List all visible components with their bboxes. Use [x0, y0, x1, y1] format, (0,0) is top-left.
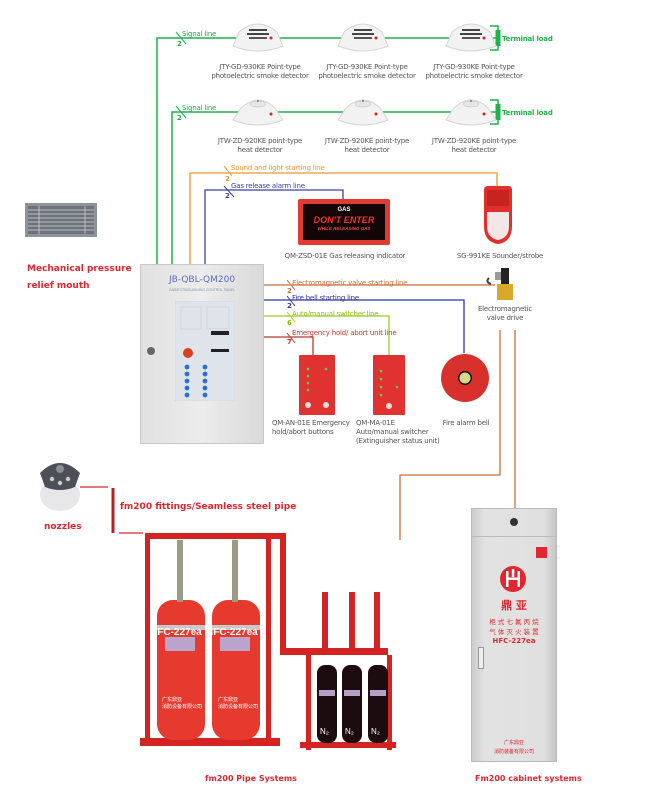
n2-cylinder-1: [317, 592, 337, 743]
valve-line-label: Electromagnetic valve starting line: [292, 279, 408, 287]
fittings-bracket: [80, 486, 143, 534]
brand-logo-icon: [500, 566, 526, 592]
sound-light-line-label: Sound and light starting line: [231, 164, 325, 172]
fire-alarm-bell-icon: [441, 354, 489, 402]
gas-release-line-label: Gas release alarm line: [231, 182, 305, 190]
sounder-strobe-icon: [484, 186, 512, 244]
fm200-pipe-system: [140, 533, 396, 750]
gas-sign-subtext: WHILE RELEASING GAS: [317, 226, 371, 231]
cylinder-1-label: HFC-227ea: [150, 627, 202, 638]
terminal-load-label-1: Terminal load: [502, 35, 553, 43]
signal-line-2-count: 2: [177, 114, 182, 122]
terminal-load-resistor-2: [495, 104, 501, 120]
n2-label-1: N₂: [320, 727, 329, 736]
auto-manual-line-count: 6: [287, 319, 292, 327]
valve-line: [262, 279, 516, 540]
qr-code-icon: [536, 547, 547, 558]
gas-indicator-caption: QM-ZSD-01E Gas releasing indicator: [284, 252, 406, 260]
cabinet-maker1: 广东鼎亚: [503, 740, 524, 746]
sounder-caption: SG-991KE Sounder/strobe: [456, 252, 544, 260]
emergency-line-label: Emergency hold/ abort unit line: [292, 329, 397, 337]
cylinder-2-label: HFC-227ea: [206, 627, 258, 638]
fittings-label: fm200 fittings/Seamless steel pipe: [120, 502, 297, 512]
hfc-cylinder-2: [212, 540, 260, 740]
fire-bell-line-label: Fire bell starting line: [292, 294, 359, 302]
control-panel: JB-QBL-QM200 GAS/EXTINGUISHING CONTROL P…: [140, 264, 264, 444]
nozzle-icon: [40, 463, 80, 511]
smoke-detector-icon: [445, 23, 497, 52]
smoke-detector-icon: [337, 23, 389, 52]
fire-bell-line: [262, 295, 465, 353]
nozzles-label: nozzles: [44, 522, 82, 532]
cabinet-line1: 柜 式 七 氟 丙 烷: [489, 618, 539, 626]
cabinet-handle[interactable]: [478, 647, 484, 669]
relief-mouth-label-line1: Mechanical pressure: [27, 264, 132, 274]
signal-line-2-label: Signal line: [182, 104, 217, 112]
gas-release-line-count: 2: [225, 192, 230, 200]
heat-detector-icon: [337, 99, 389, 126]
cabinet-brand: 鼎 亚: [501, 599, 527, 612]
n2-label-2: N₂: [345, 727, 354, 736]
cabinet-system-label: Fm200 cabinet systems: [475, 774, 582, 783]
gas-releasing-indicator: GAS DON'T ENTER WHILE RELEASING GAS: [298, 199, 390, 245]
n2-label-3: N₂: [371, 727, 380, 736]
signal-line-2: [171, 99, 501, 264]
control-panel-face: [175, 301, 235, 401]
cylinder-1-maker: 广东鼎亚消防设备有限公司: [162, 697, 203, 710]
cabinet-line2: 气 体 灭 火 装 置: [489, 628, 539, 636]
auto-manual-switcher-icon: [373, 355, 405, 415]
terminal-load-resistor-1: [495, 30, 501, 46]
gas-sign-title: GAS: [337, 207, 351, 213]
signal-line-1-count: 2: [177, 40, 182, 48]
sound-light-line: [189, 165, 498, 264]
smoke-detector-icon: [232, 23, 284, 52]
emergency-hold-abort-unit-icon: [299, 355, 335, 415]
fm200-cabinet: 鼎 亚 柜 式 七 氟 丙 烷 气 体 灭 火 装 置 HFC-227ea 广东…: [471, 508, 557, 762]
relief-mouth-label-line2: relief mouth: [27, 281, 90, 291]
terminal-load-label-2: Terminal load: [502, 109, 553, 117]
heat-detector-icon: [232, 99, 284, 126]
fire-bell-caption: Fire alarm bell: [442, 419, 490, 427]
gas-release-line: [204, 185, 344, 264]
signal-line-1-label: Signal line: [182, 30, 217, 38]
emergency-stop-button: [183, 348, 193, 358]
sound-light-line-count: 2: [225, 175, 230, 183]
n2-cylinder-3: [368, 592, 388, 743]
cylinder-2-maker: 广东鼎亚消防设备有限公司: [218, 697, 259, 710]
cabinet-lock-icon: [510, 518, 518, 526]
hfc-cylinder-1: [157, 540, 205, 740]
pressure-relief-vent-icon: [25, 203, 97, 237]
valve-line-count: 2: [287, 287, 292, 295]
gas-sign-warning: DON'T ENTER: [313, 215, 375, 225]
cabinet-maker2: 消防装备有限公司: [493, 749, 534, 755]
pipe-system-label: fm200 Pipe Systems: [205, 774, 297, 783]
emergency-line: [262, 332, 314, 355]
heat-detector-icon: [445, 99, 497, 126]
control-panel-model: JB-QBL-QM200: [168, 275, 236, 285]
auto-manual-line-label: Auto/manual switcher line: [292, 310, 379, 318]
manifold-pipe: [145, 533, 280, 539]
panel-lock-icon: [147, 347, 155, 355]
control-panel-subtitle: GAS/EXTINGUISHING CONTROL PANEL: [168, 288, 236, 292]
fire-bell-line-count: 2: [287, 302, 292, 310]
emergency-line-count: 7: [287, 338, 292, 346]
electromagnetic-valve-icon: [486, 268, 513, 300]
n2-cylinder-2: [342, 592, 362, 743]
auto-manual-line: [262, 311, 390, 355]
cabinet-agent: HFC-227ea: [492, 637, 536, 645]
